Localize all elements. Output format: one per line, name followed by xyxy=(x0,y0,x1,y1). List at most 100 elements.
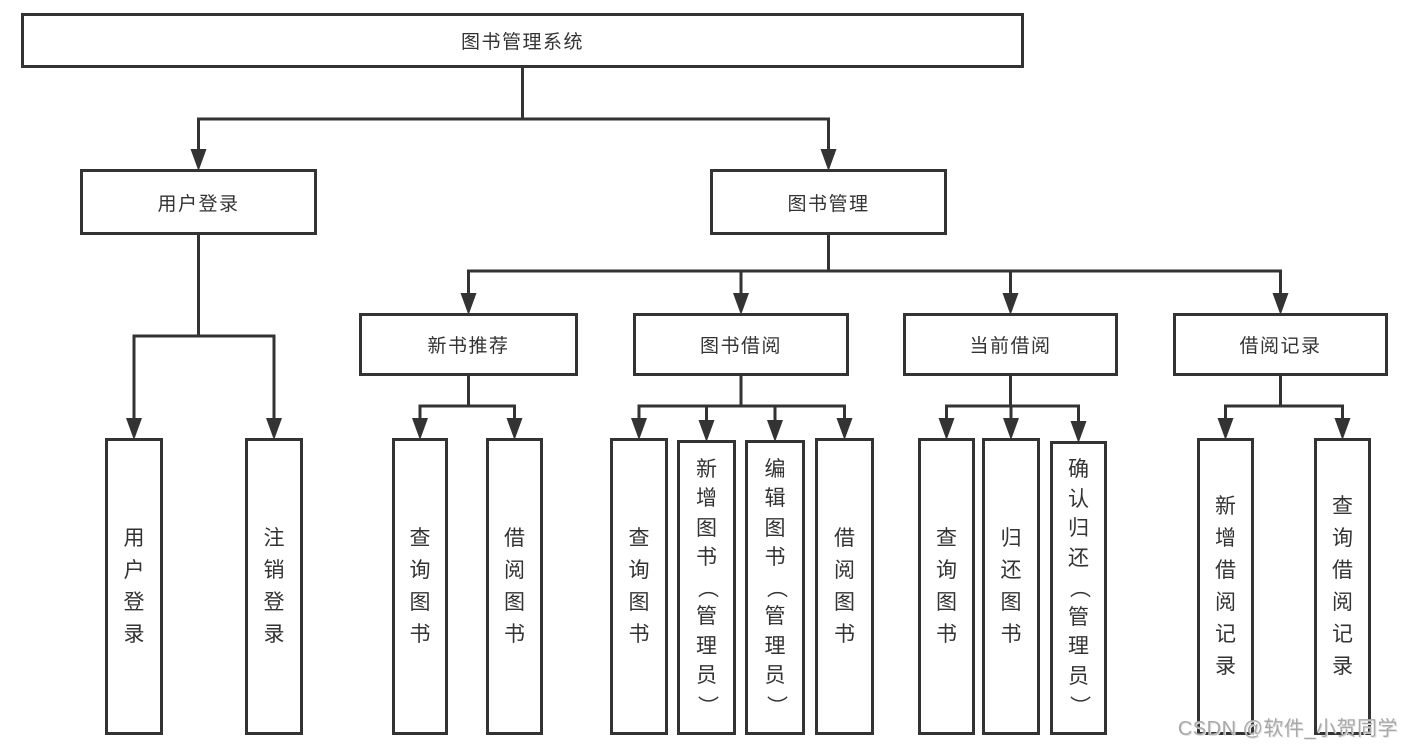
box-label: 图书管理系统 xyxy=(460,32,584,53)
box-leaf-query-books: 查询图书 xyxy=(610,438,668,735)
label-char: 增 xyxy=(1215,526,1236,550)
label-char: 户 xyxy=(123,558,145,582)
label-char: 书 xyxy=(504,622,525,646)
label-char: 书 xyxy=(628,622,650,646)
arrowhead-icon xyxy=(698,420,715,442)
label-char: 书 xyxy=(696,546,717,570)
arrowhead-icon xyxy=(1334,418,1351,440)
label-char: 注 xyxy=(263,526,285,550)
label-char: 询 xyxy=(1332,526,1353,550)
label-char: 借 xyxy=(834,526,855,550)
label-char: 员 xyxy=(696,664,717,688)
label-char: 书 xyxy=(409,622,431,646)
box-leaf-add-books-admin: 新增图书（管理员） xyxy=(677,440,736,735)
box-new-book-recommendation: 新书推荐 xyxy=(359,313,578,376)
arrowhead-icon xyxy=(1070,421,1087,443)
label-char: 图 xyxy=(628,590,650,614)
box-label-vertical: 查询借阅记录 xyxy=(1332,491,1353,683)
arrowhead-icon xyxy=(506,418,523,440)
box-label: 图书借阅 xyxy=(699,336,782,357)
label-char: 记 xyxy=(1332,622,1353,646)
box-label: 图书管理 xyxy=(787,193,870,215)
arrowhead-icon xyxy=(1272,293,1289,315)
label-char: 查 xyxy=(1332,494,1353,518)
box-leaf-borrow-books: 借阅图书 xyxy=(815,438,874,735)
csdn-watermark: CSDN @软件_小贺同学 xyxy=(1177,718,1398,740)
label-char: 图 xyxy=(834,590,855,614)
label-char: 阅 xyxy=(504,558,525,582)
box-label-vertical: 借阅图书 xyxy=(504,523,525,651)
label-char: 辑 xyxy=(764,487,786,511)
label-char: 询 xyxy=(936,558,957,582)
label-char: 录 xyxy=(1332,654,1353,678)
box-leaf-edit-books-admin: 编辑图书 （ 管理员 ） xyxy=(745,440,805,735)
arrowhead-icon xyxy=(266,418,282,440)
box-leaf-user-login: 用户登录 xyxy=(105,438,163,735)
label-char: 阅 xyxy=(834,558,855,582)
label-char: 销 xyxy=(263,558,285,582)
label-char: 查 xyxy=(628,526,650,550)
label-char: 借 xyxy=(1215,558,1236,582)
box-label-vertical: 借阅图书 xyxy=(834,523,855,651)
box-borrowing-records: 借阅记录 xyxy=(1173,313,1388,376)
label-char: 录 xyxy=(263,622,285,646)
box-book-borrowing: 图书借阅 xyxy=(633,313,849,376)
arrowhead-icon xyxy=(412,418,428,440)
label-char: 管 xyxy=(764,605,786,629)
label-char: 归 xyxy=(1068,517,1089,541)
box-label-vertical: 查询图书 xyxy=(629,523,650,651)
label-char: 登 xyxy=(263,590,285,614)
box-label-vertical: 编辑图书 （ 管理员 ） xyxy=(764,455,787,721)
label-char: 询 xyxy=(628,558,650,582)
label-char: 查 xyxy=(936,526,957,550)
label-char: 管 xyxy=(696,605,717,629)
box-label: 借阅记录 xyxy=(1239,336,1322,357)
box-label-vertical: 新增图书（管理员） xyxy=(695,455,718,721)
box-leaf-borrow-books: 借阅图书 xyxy=(486,438,543,735)
box-label-vertical: 新增借阅记录 xyxy=(1215,491,1236,683)
label-char: 归 xyxy=(1000,526,1022,550)
box-leaf-logout: 注销登录 xyxy=(245,438,303,735)
arrowhead-icon xyxy=(938,418,955,440)
box-label-vertical: 确认归还（管理员） xyxy=(1067,455,1090,721)
box-leaf-add-borrow-record: 新增借阅记录 xyxy=(1197,438,1254,735)
label-char: 认 xyxy=(1068,487,1089,511)
label-char: 编 xyxy=(764,457,786,481)
label-char: 图 xyxy=(764,516,786,540)
label-char: ） xyxy=(763,695,787,716)
label-char: 理 xyxy=(696,634,717,658)
arrowhead-icon xyxy=(1217,418,1234,440)
arrowhead-icon xyxy=(126,418,142,440)
box-label-vertical: 注销登录 xyxy=(264,523,285,651)
box-label: 新书推荐 xyxy=(427,336,510,357)
box-label-vertical: 查询图书 xyxy=(936,523,957,651)
box-user-login: 用户登录 xyxy=(80,169,317,235)
box-leaf-query-books: 查询图书 xyxy=(918,438,975,735)
box-label: 当前借阅 xyxy=(969,336,1052,357)
label-char: 借 xyxy=(504,526,525,550)
box-leaf-return-books: 归还图书 xyxy=(982,438,1040,735)
label-char: 书 xyxy=(764,546,786,570)
label-char: 管 xyxy=(1068,605,1089,629)
label-char: 理 xyxy=(764,634,786,658)
label-char: 查 xyxy=(409,526,431,550)
label-char: 图 xyxy=(409,590,431,614)
arrowhead-icon xyxy=(190,149,207,171)
label-char: 还 xyxy=(1068,546,1089,570)
box-leaf-query-borrow-record: 查询借阅记录 xyxy=(1314,438,1371,735)
label-char: 还 xyxy=(1000,558,1022,582)
arrowhead-icon xyxy=(1003,418,1019,440)
box-book-management: 图书管理 xyxy=(710,169,947,235)
label-char: 新 xyxy=(1215,494,1236,518)
box-label-vertical: 查询图书 xyxy=(410,523,431,651)
label-char: 新 xyxy=(696,457,717,481)
label-char: 员 xyxy=(764,664,786,688)
label-char: ） xyxy=(1067,695,1091,717)
label-char: 借 xyxy=(1332,558,1353,582)
arrowhead-icon xyxy=(1002,293,1019,315)
label-char: 书 xyxy=(1000,622,1022,646)
label-char: （ xyxy=(763,577,787,598)
label-char: 图 xyxy=(504,590,525,614)
label-char: 书 xyxy=(834,622,855,646)
